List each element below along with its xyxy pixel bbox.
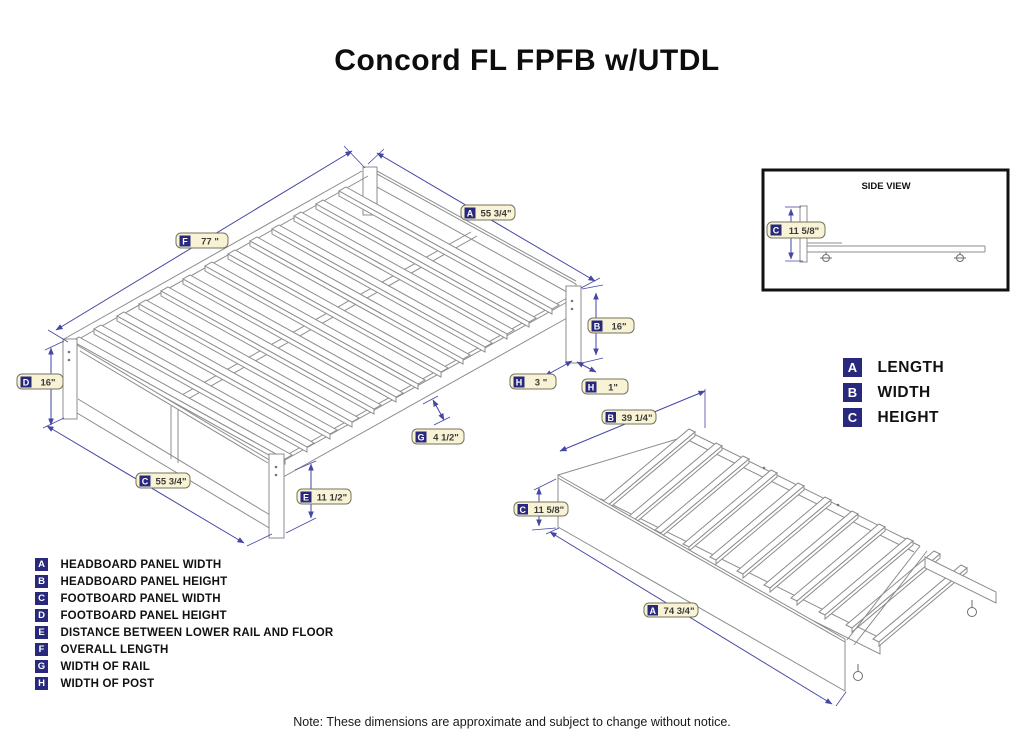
legend-label-c: FOOTBOARD PANEL WIDTH	[60, 592, 221, 605]
svg-text:G: G	[417, 433, 424, 443]
svg-text:F: F	[182, 237, 188, 247]
svg-text:77 ": 77 "	[201, 237, 219, 248]
legend-label-f: OVERALL LENGTH	[60, 643, 169, 656]
trundle-side-panel	[557, 474, 846, 692]
side-view-casters	[820, 252, 966, 262]
footboard-left-post	[62, 338, 78, 420]
svg-text:55 3/4": 55 3/4"	[481, 209, 512, 220]
trundle-casters	[853, 600, 977, 681]
svg-text:1": 1"	[608, 383, 618, 394]
dim-label-headboard-height: B 16"	[587, 317, 635, 334]
legend-badge-h: H	[35, 677, 48, 691]
page-title: Concord FL FPFB w/UTDL	[334, 44, 720, 77]
svg-text:16": 16"	[40, 378, 55, 389]
legend-badge-a: A	[35, 558, 48, 572]
svg-text:39 1/4": 39 1/4"	[622, 413, 653, 424]
legend-label-b: HEADBOARD PANEL HEIGHT	[60, 575, 228, 588]
dim-label-trundle-height: C 11 5/8"	[513, 501, 569, 517]
dim-label-post-3: H 3 "	[509, 373, 557, 390]
dim-label-trundle-length: A 74 3/4"	[643, 602, 699, 618]
key-badge-c: C	[843, 408, 862, 427]
side-view-title: SIDE VIEW	[861, 181, 910, 192]
legend-row-g: G WIDTH OF RAIL	[35, 658, 333, 675]
svg-text:74 3/4": 74 3/4"	[664, 606, 695, 617]
legend-badge-b: B	[35, 575, 48, 589]
key-row-width: B WIDTH	[843, 383, 944, 402]
svg-text:A: A	[650, 606, 657, 616]
dim-label-post-1: H 1"	[581, 378, 629, 395]
legend-label-g: WIDTH OF RAIL	[60, 660, 150, 673]
svg-text:H: H	[588, 383, 595, 393]
dim-label-trundle-width: B 39 1/4"	[601, 409, 657, 425]
legend-badge-f: F	[35, 643, 48, 657]
key-row-length: A LENGTH	[843, 358, 944, 377]
key-row-height: C HEIGHT	[843, 408, 944, 427]
trundle-drawing	[557, 428, 997, 692]
abc-key: A LENGTH B WIDTH C HEIGHT	[843, 358, 944, 433]
legend-row-b: B HEADBOARD PANEL HEIGHT	[35, 573, 333, 590]
legend-row-f: F OVERALL LENGTH	[35, 641, 333, 658]
footboard-right-post	[268, 453, 285, 539]
svg-text:A: A	[467, 209, 474, 219]
svg-text:55 3/4": 55 3/4"	[156, 477, 187, 488]
legend-label-e: DISTANCE BETWEEN LOWER RAIL AND FLOOR	[60, 626, 334, 639]
dim-label-sideview-height: C 11 5/8"	[766, 221, 826, 239]
dimension-legend: A HEADBOARD PANEL WIDTH B HEADBOARD PANE…	[35, 556, 333, 692]
headboard-right-post	[565, 285, 582, 364]
svg-text:11 5/8": 11 5/8"	[534, 505, 564, 516]
footnote: Note: These dimensions are approximate a…	[293, 715, 731, 729]
legend-row-a: A HEADBOARD PANEL WIDTH	[35, 556, 333, 573]
svg-text:C: C	[142, 477, 149, 487]
svg-text:E: E	[303, 493, 309, 503]
legend-label-d: FOOTBOARD PANEL HEIGHT	[60, 609, 227, 622]
dim-label-headboard-width: A 55 3/4"	[460, 204, 516, 221]
legend-row-e: E DISTANCE BETWEEN LOWER RAIL AND FLOOR	[35, 624, 333, 641]
dim-label-footboard-height: D 16"	[16, 373, 64, 390]
svg-text:16": 16"	[611, 322, 626, 333]
svg-text:H: H	[516, 378, 523, 388]
key-label-height: HEIGHT	[877, 408, 940, 426]
legend-label-h: WIDTH OF POST	[60, 677, 155, 690]
svg-text:11 5/8": 11 5/8"	[789, 226, 819, 237]
svg-text:D: D	[23, 378, 30, 388]
key-badge-b: B	[843, 383, 862, 402]
legend-badge-g: G	[35, 660, 48, 674]
legend-row-d: D FOOTBOARD PANEL HEIGHT	[35, 607, 333, 624]
key-label-length: LENGTH	[877, 358, 945, 376]
svg-text:B: B	[608, 413, 615, 423]
svg-text:C: C	[520, 505, 527, 515]
legend-badge-d: D	[35, 609, 48, 623]
key-badge-a: A	[843, 358, 862, 377]
svg-text:4 1/2": 4 1/2"	[433, 433, 459, 444]
dim-label-footboard-width: C 55 3/4"	[135, 472, 191, 489]
legend-badge-e: E	[35, 626, 48, 640]
dim-label-rail-width: G 4 1/2"	[411, 428, 465, 445]
svg-text:B: B	[594, 322, 601, 332]
dim-label-overall-length: F 77 "	[175, 232, 229, 249]
svg-text:3 ": 3 "	[535, 378, 547, 389]
key-label-width: WIDTH	[877, 383, 931, 401]
legend-row-h: H WIDTH OF POST	[35, 675, 333, 692]
legend-label-a: HEADBOARD PANEL WIDTH	[60, 558, 222, 571]
svg-text:C: C	[773, 226, 780, 236]
svg-text:11 1/2": 11 1/2"	[317, 493, 347, 504]
legend-badge-c: C	[35, 592, 48, 606]
dim-label-lower-rail-floor: E 11 1/2"	[296, 488, 352, 505]
dimension-labels: F 77 " A 55 3/4" B 16" H 3 " H 1"	[16, 204, 826, 618]
legend-row-c: C FOOTBOARD PANEL WIDTH	[35, 590, 333, 607]
